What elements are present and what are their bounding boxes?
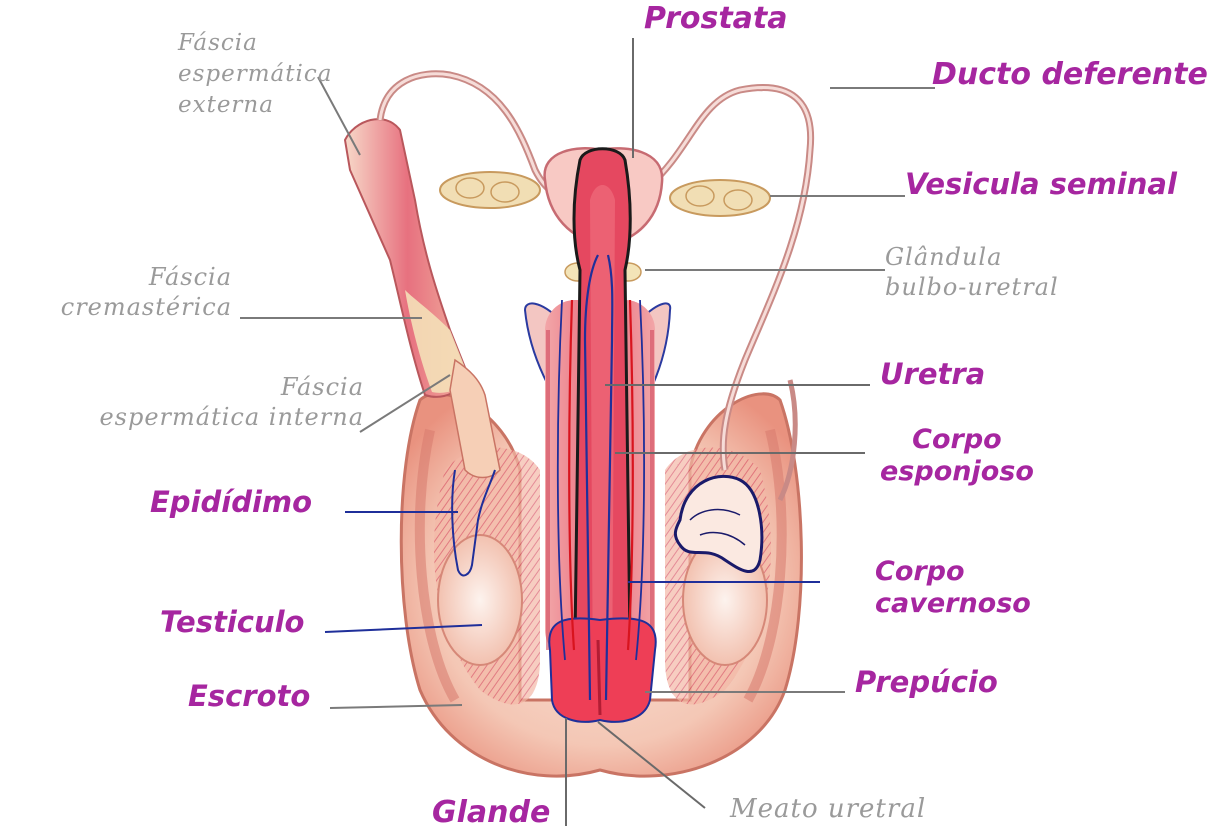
label-fascia-cremasterica-line1: Fáscia	[6, 262, 232, 292]
label-prostata: Prostata	[644, 4, 788, 34]
label-fascia-externa-line1: Fáscia	[178, 28, 332, 59]
label-fascia-externa-line3: externa	[178, 90, 332, 121]
label-fascia-interna-line2: espermática interna	[16, 402, 364, 432]
label-prepucio: Prepúcio	[855, 668, 998, 697]
label-corpo-cavernoso: Corpo cavernoso	[875, 556, 1031, 620]
label-vesicula-seminal: Vesicula seminal	[905, 170, 1177, 199]
label-fascia-externa-line2: espermática	[178, 59, 332, 90]
label-glande: Glande	[432, 798, 550, 828]
label-uretra: Uretra	[880, 360, 985, 389]
label-fascia-cremasterica: Fáscia cremastérica	[6, 262, 232, 322]
label-corpo-cavernoso-line1: Corpo	[875, 556, 1031, 588]
label-fascia-interna-line1: Fáscia	[16, 372, 364, 402]
label-glandula-line1: Glândula	[885, 242, 1059, 272]
label-ducto-deferente: Ducto deferente	[932, 60, 1207, 90]
label-glandula-line2: bulbo-uretral	[885, 272, 1059, 302]
label-corpo-esponjoso-line2: esponjoso	[880, 456, 1034, 488]
label-escroto: Escroto	[188, 682, 310, 711]
label-corpo-esponjoso-line1: Corpo	[880, 424, 1034, 456]
label-glandula-bulbo-uretral: Glândula bulbo-uretral	[885, 242, 1059, 302]
label-epididimo: Epidídimo	[150, 488, 312, 517]
label-corpo-cavernoso-line2: cavernoso	[875, 588, 1031, 620]
glans	[549, 618, 656, 721]
label-fascia-espermatica-interna: Fáscia espermática interna	[16, 372, 364, 432]
label-fascia-espermatica-externa: Fáscia espermática externa	[178, 28, 332, 121]
label-corpo-esponjoso: Corpo esponjoso	[880, 424, 1034, 488]
label-fascia-cremasterica-line2: cremastérica	[6, 292, 232, 322]
label-testiculo: Testiculo	[160, 608, 304, 637]
label-meato-uretral: Meato uretral	[730, 796, 926, 822]
